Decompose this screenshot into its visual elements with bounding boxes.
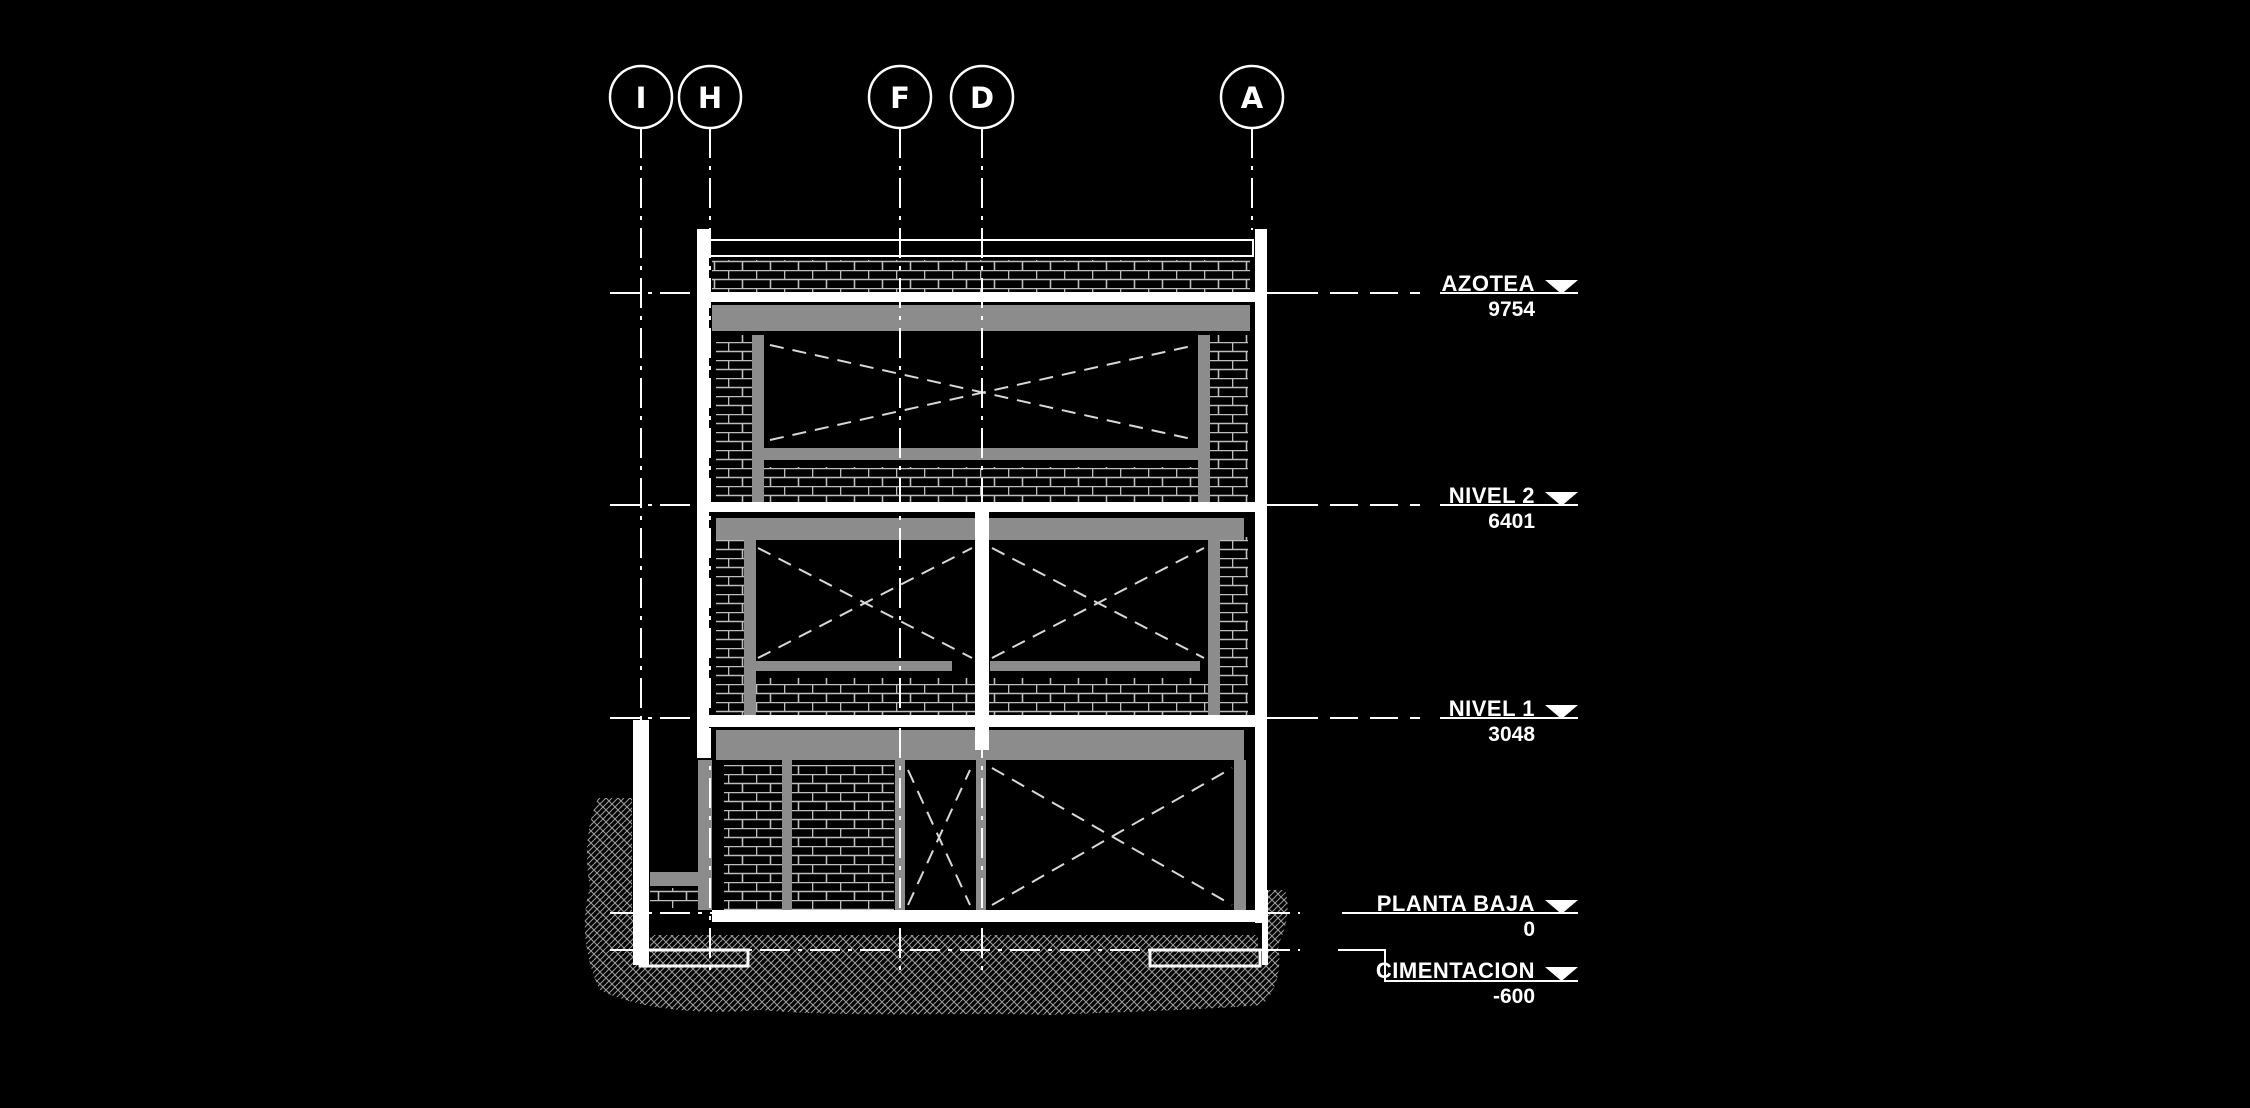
level-planta-baja: PLANTA BAJA 0 bbox=[610, 891, 1578, 941]
grid-axis-F: F bbox=[867, 64, 933, 975]
level-nivel-2: NIVEL 2 6401 bbox=[610, 483, 1578, 533]
level-name: PLANTA BAJA bbox=[1377, 891, 1535, 916]
level-name: NIVEL 1 bbox=[1449, 696, 1535, 721]
level-elevation: -600 bbox=[1493, 985, 1535, 1008]
level-elevation: 0 bbox=[1523, 918, 1535, 941]
grid-axis-D: D bbox=[949, 64, 1015, 975]
level-name: NIVEL 2 bbox=[1449, 483, 1535, 508]
level-cimentacion: CIMENTACION -600 bbox=[610, 949, 1578, 1008]
grid-axis-label: D bbox=[970, 81, 994, 115]
level-elevation: 9754 bbox=[1488, 298, 1535, 321]
level-azotea: AZOTEA 9754 bbox=[610, 271, 1578, 321]
level-elevation: 3048 bbox=[1488, 723, 1535, 746]
grid-axis-label: I bbox=[636, 81, 647, 115]
level-name: AZOTEA bbox=[1442, 271, 1535, 296]
level-nivel-1: NIVEL 1 3048 bbox=[610, 696, 1578, 746]
grid-axis-label: H bbox=[698, 81, 722, 115]
grid-axis-label: F bbox=[890, 81, 910, 115]
grid-axis-A: A bbox=[1219, 64, 1285, 230]
brick-walls bbox=[650, 260, 1250, 910]
level-name: CIMENTACION bbox=[1376, 958, 1535, 983]
grid-axis-label: A bbox=[1241, 81, 1264, 115]
grid-axis-I: I bbox=[608, 64, 674, 720]
grid-axis-H: H bbox=[677, 64, 743, 975]
level-elevation: 6401 bbox=[1488, 510, 1535, 533]
ground-soil bbox=[584, 798, 1288, 1015]
